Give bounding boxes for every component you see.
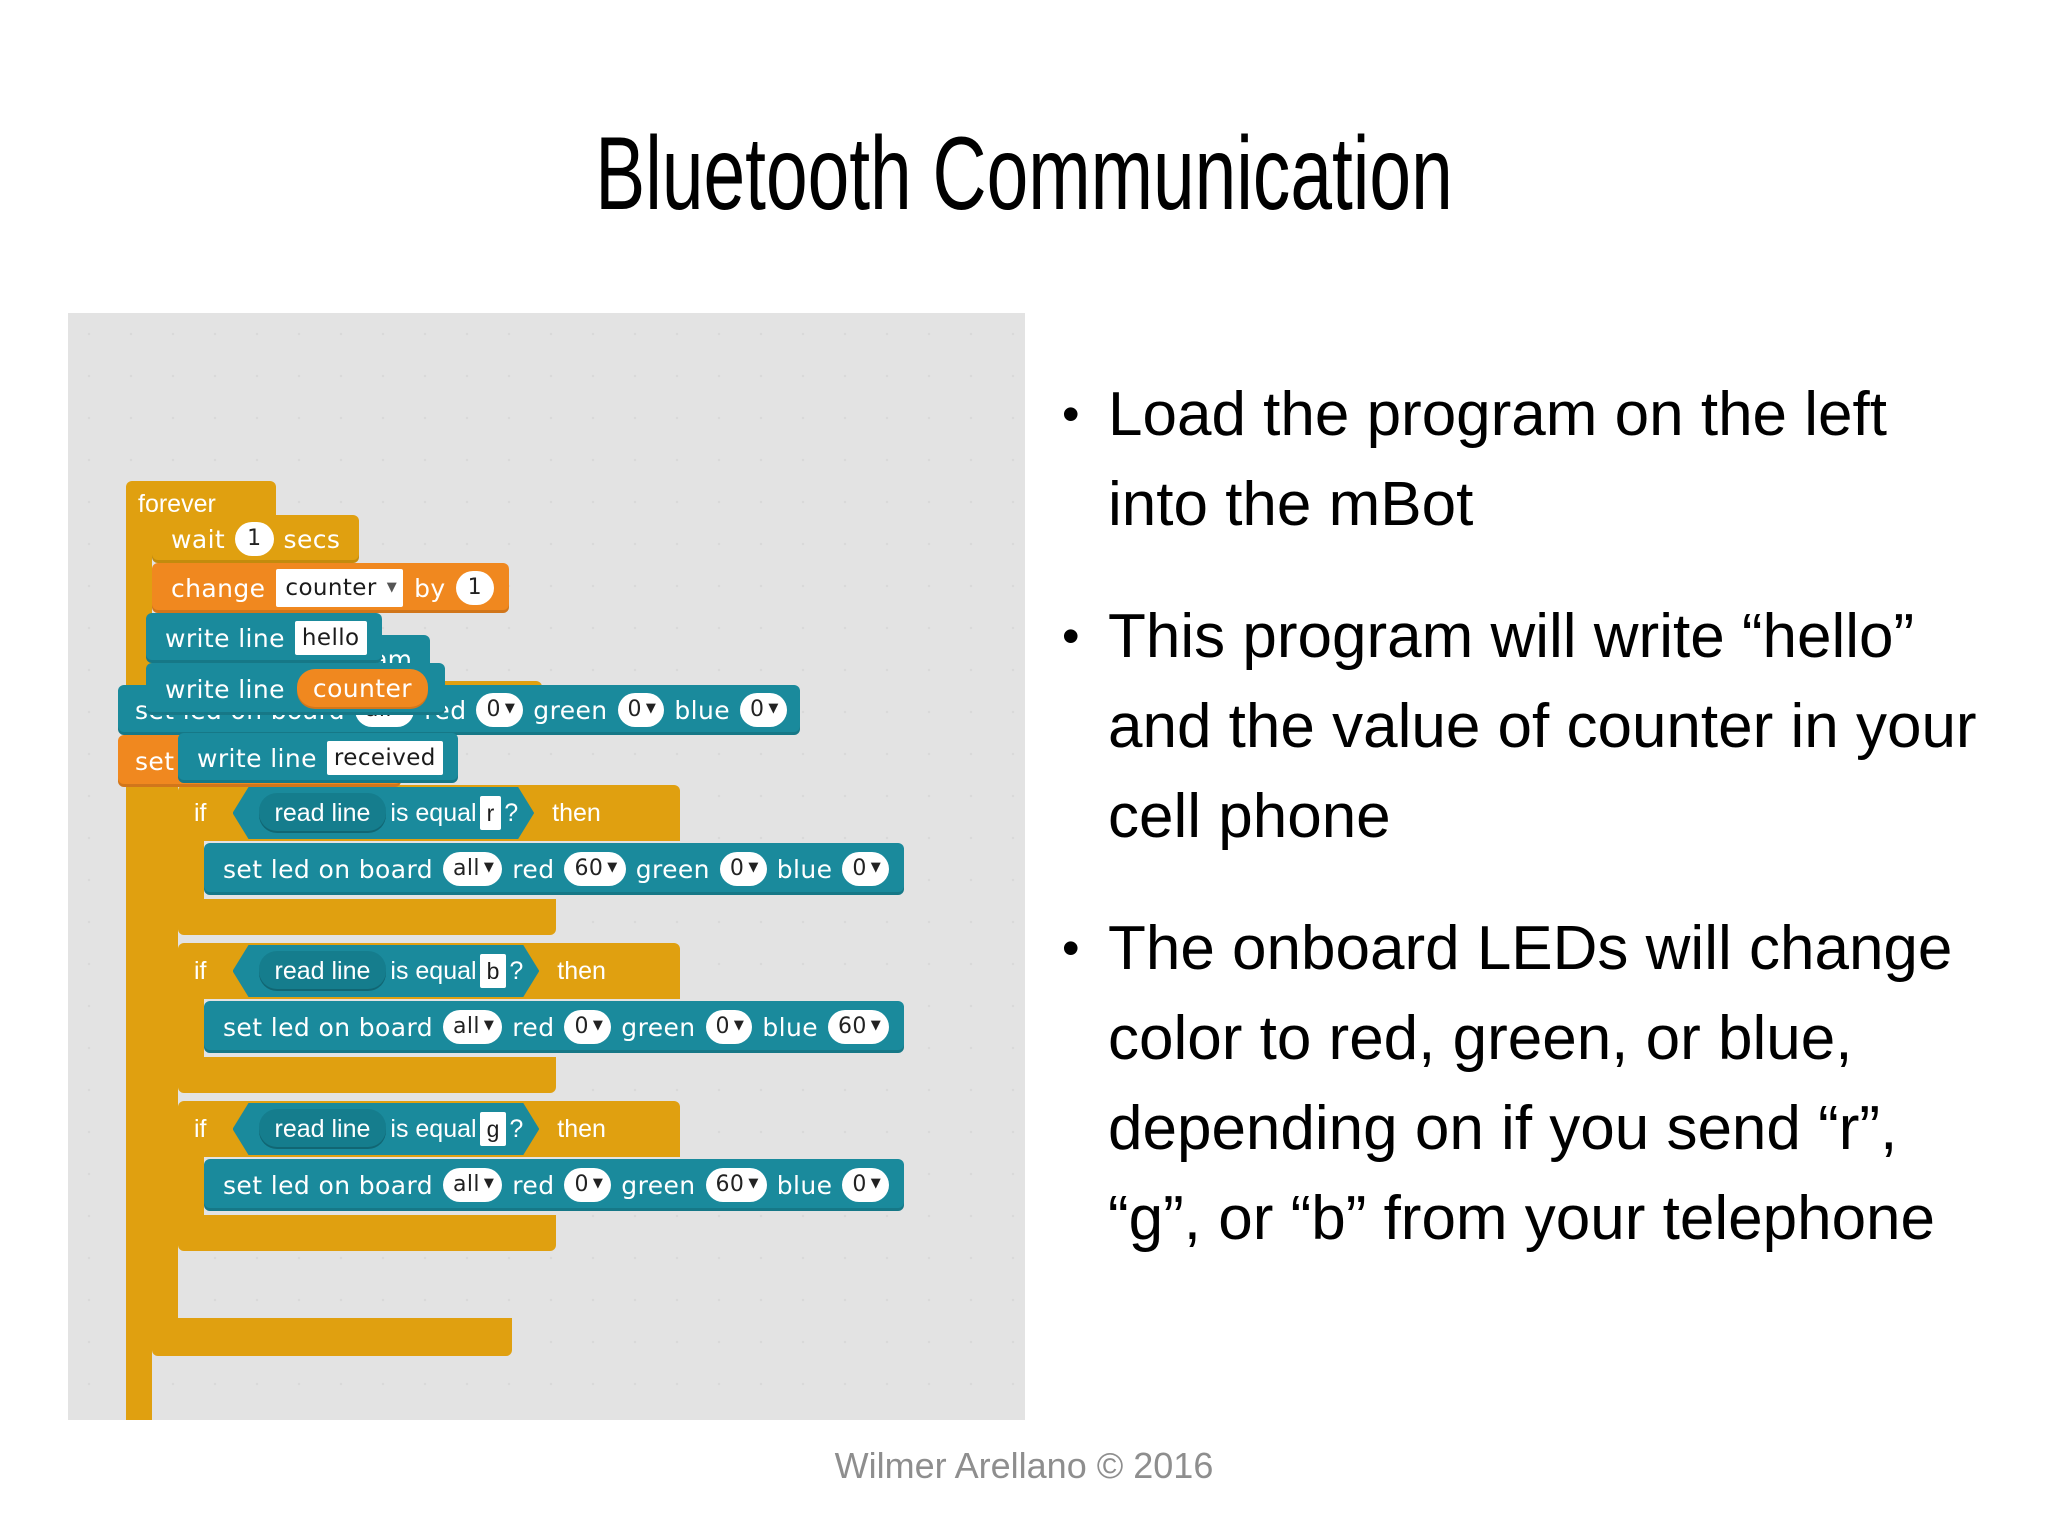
- led-red-dropdown[interactable]: 0▼: [564, 1168, 612, 1202]
- led-position-dropdown[interactable]: all▼: [442, 852, 503, 886]
- then-keyword: then: [557, 1114, 606, 1143]
- then-keyword: then: [557, 956, 606, 985]
- compare-value-input[interactable]: r: [480, 796, 502, 830]
- led-position-dropdown[interactable]: all▼: [442, 1010, 503, 1044]
- write-line-hello-block[interactable]: write line hello: [146, 613, 382, 663]
- list-item: • This program will write “hello” and th…: [1062, 592, 2042, 862]
- read-line-reporter[interactable]: read line: [259, 951, 387, 991]
- slide-footer: Wilmer Arellano © 2016: [834, 1445, 1214, 1486]
- mbot-program-canvas: forever ↰ if data available? then if rea…: [68, 313, 1025, 1420]
- write-line-text-input[interactable]: received: [326, 741, 443, 775]
- led-red-dropdown[interactable]: 0▼: [476, 693, 524, 727]
- bullet-text: Load the program on the left into the mB…: [1108, 380, 1887, 539]
- led-green-dropdown[interactable]: 0▼: [719, 852, 767, 886]
- counter-variable-reporter[interactable]: counter: [296, 669, 428, 709]
- led-position-dropdown[interactable]: all▼: [442, 1168, 503, 1202]
- if-keyword: if: [194, 1114, 207, 1143]
- page-title: Bluetooth Communication: [595, 116, 1453, 232]
- change-counter-block[interactable]: change counter▼ by 1: [152, 563, 509, 613]
- compare-value-input[interactable]: b: [480, 954, 507, 988]
- forever-label: forever: [138, 489, 216, 518]
- if-keyword: if: [194, 956, 207, 985]
- bullet-marker: •: [1062, 386, 1080, 442]
- led-blue-dropdown[interactable]: 0▼: [842, 852, 890, 886]
- counter-variable-dropdown[interactable]: counter▼: [276, 569, 404, 607]
- led-green-dropdown[interactable]: 0▼: [617, 693, 665, 727]
- bullet-text: The onboard LEDs will change color to re…: [1108, 914, 1953, 1253]
- wait-block[interactable]: wait 1 secs: [152, 515, 360, 563]
- led-green-dropdown[interactable]: 0▼: [705, 1010, 753, 1044]
- change-amount-input[interactable]: 1: [455, 571, 494, 605]
- led-blue-dropdown[interactable]: 60▼: [827, 1010, 890, 1044]
- if-keyword: if: [194, 798, 207, 827]
- bullet-text: This program will write “hello” and the …: [1108, 602, 1977, 851]
- led-green-dropdown[interactable]: 60▼: [705, 1168, 767, 1202]
- led-red-dropdown[interactable]: 0▼: [564, 1010, 612, 1044]
- set-led-b-block[interactable]: set led on board all▼ red 0▼ green 0▼ bl…: [204, 1001, 905, 1053]
- bullet-list: • Load the program on the left into the …: [1062, 370, 2042, 1306]
- write-line-counter-block[interactable]: write line counter: [146, 663, 445, 715]
- read-line-reporter[interactable]: read line: [259, 1109, 387, 1149]
- set-led-g-block[interactable]: set led on board all▼ red 0▼ green 60▼ b…: [204, 1159, 905, 1211]
- bullet-marker: •: [1062, 920, 1080, 976]
- bullet-marker: •: [1062, 608, 1080, 664]
- write-line-text-input[interactable]: hello: [294, 621, 367, 655]
- led-blue-dropdown[interactable]: 0▼: [842, 1168, 890, 1202]
- wait-seconds-input[interactable]: 1: [235, 522, 274, 556]
- then-keyword: then: [552, 798, 601, 827]
- list-item: • Load the program on the left into the …: [1062, 370, 2042, 550]
- led-blue-dropdown[interactable]: 0▼: [739, 693, 787, 727]
- read-line-reporter[interactable]: read line: [259, 793, 387, 833]
- read-line-equals-condition[interactable]: read line is equal b ?: [233, 945, 540, 997]
- set-led-r-block[interactable]: set led on board all▼ red 60▼ green 0▼ b…: [204, 843, 905, 895]
- list-item: • The onboard LEDs will change color to …: [1062, 904, 2042, 1264]
- write-line-received-block[interactable]: write line received: [178, 733, 458, 783]
- read-line-equals-condition[interactable]: read line is equal g ?: [233, 1103, 540, 1155]
- led-red-dropdown[interactable]: 60▼: [564, 852, 626, 886]
- compare-value-input[interactable]: g: [480, 1112, 507, 1146]
- read-line-equals-condition[interactable]: read line is equal r ?: [233, 787, 535, 839]
